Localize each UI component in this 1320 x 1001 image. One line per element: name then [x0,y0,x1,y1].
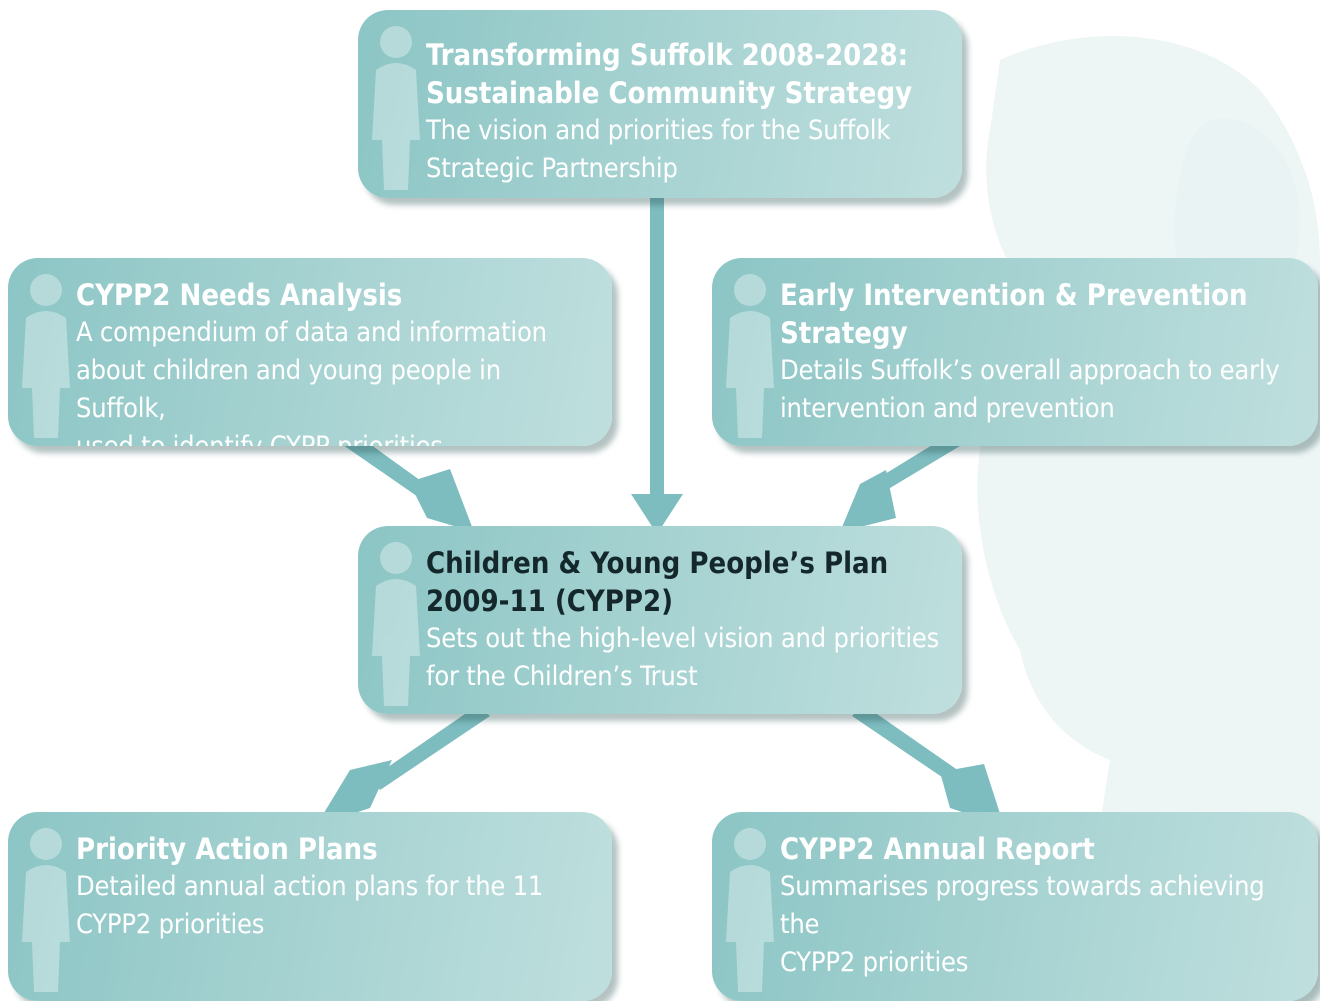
box-description: used to identify CYPP priorities [76,428,592,446]
person-silhouette-icon [726,828,774,992]
box-description: CYPP2 priorities [780,947,969,978]
box-description: CYPP2 priorities [76,909,265,940]
box-title: Strategy [780,316,908,350]
box-description: Details Suffolk’s overall approach to ea… [780,355,1280,386]
person-silhouette-icon [22,274,70,438]
arrow-center-to-bottom-left [316,705,490,826]
annual-report-box: CYPP2 Annual Report Summarises progress … [712,812,1318,1001]
box-description: Detailed annual action plans for the 11 [76,871,544,902]
box-description: for the Children’s Trust [426,661,698,692]
box-title: Children & Young People’s Plan [426,546,889,580]
box-title: Sustainable Community Strategy [426,76,913,110]
box-description: Strategic Partnership [426,153,678,184]
arrow-top-to-center [631,196,683,534]
person-silhouette-icon [372,542,420,706]
box-title: CYPP2 Needs Analysis [76,278,403,312]
box-title: Priority Action Plans [76,832,378,866]
arrow-right-to-center [840,428,970,532]
person-silhouette-icon [22,828,70,992]
sustainable-community-strategy-box: Transforming Suffolk 2008-2028: Sustaina… [358,10,962,198]
needs-analysis-box: CYPP2 Needs Analysis A compendium of dat… [8,258,612,446]
box-title: CYPP2 Annual Report [780,832,1095,866]
childrens-plan-box: Children & Young People’s Plan 2009-11 (… [358,526,962,714]
arrow-center-to-bottom-right [852,705,1004,826]
box-description: intervention and prevention [780,393,1115,424]
person-silhouette-icon [726,274,774,438]
priority-action-plans-box: Priority Action Plans Detailed annual ac… [8,812,612,1001]
box-title: Transforming Suffolk 2008-2028: [426,38,909,72]
box-title: Early Intervention & Prevention [780,278,1248,312]
box-description: Sets out the high-level vision and prior… [426,623,940,654]
person-silhouette-icon [372,26,420,190]
early-intervention-box: Early Intervention & Prevention Strategy… [712,258,1318,446]
box-description: The vision and priorities for the Suffol… [426,115,891,146]
box-title: 2009-11 (CYPP2) [426,584,674,618]
box-description: about children and young people in Suffo… [76,355,501,424]
box-description: Summarises progress towards achieving th… [780,871,1265,940]
box-description: A compendium of data and information [76,317,547,348]
